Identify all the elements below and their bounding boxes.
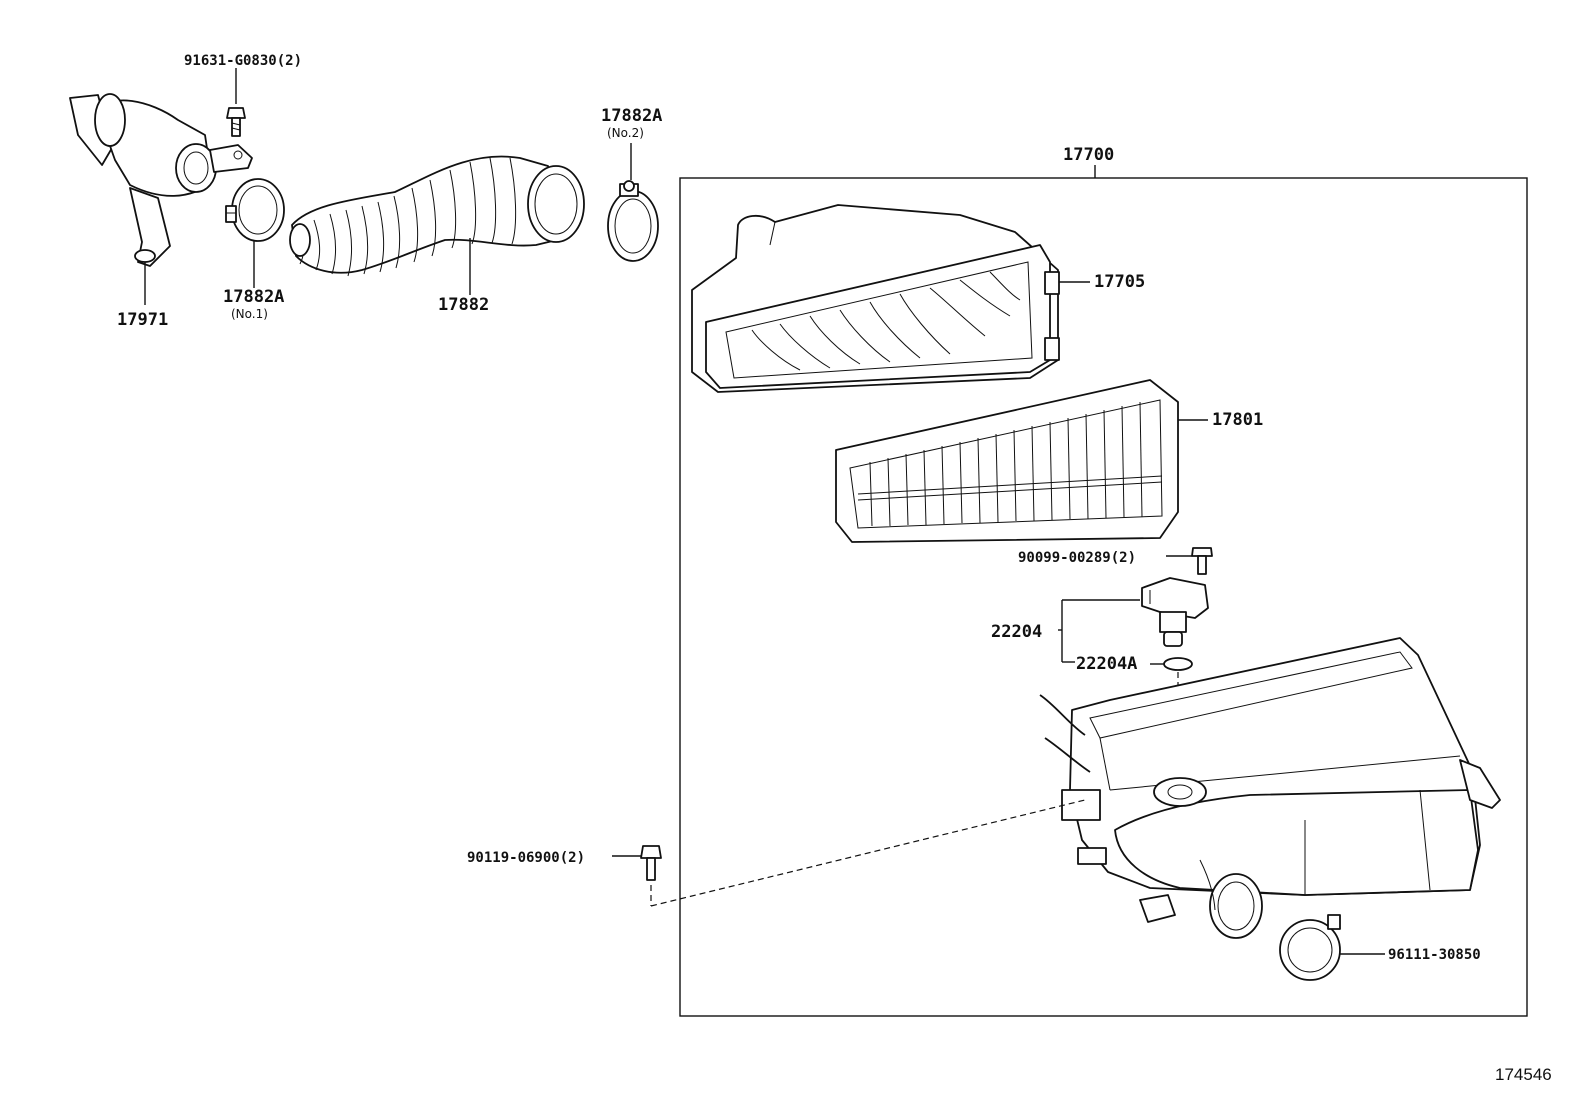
bolt-91631-drawing	[226, 107, 246, 137]
label-17971: 17971	[117, 310, 168, 330]
bolt-90119-drawing	[640, 845, 662, 881]
clamp-no1-drawing	[225, 178, 285, 242]
clamp-96111-drawing	[1279, 914, 1341, 981]
label-17705: 17705	[1094, 272, 1145, 292]
label-17700: 17700	[1063, 145, 1114, 165]
assembly-frame	[679, 177, 1528, 1017]
label-17882: 17882	[438, 295, 489, 315]
oring-22204a-drawing	[1163, 657, 1193, 671]
bracket-17971-drawing	[69, 93, 253, 267]
label-90099-00289: 90099-00289(2)	[1018, 550, 1136, 566]
label-17882a-no2-sub: (No.2)	[607, 126, 644, 140]
label-17882a-no2: 17882A	[601, 106, 662, 126]
label-17882a-no1: 17882A	[223, 287, 284, 307]
filter-17801-drawing	[835, 379, 1179, 543]
label-17882a-no1-sub: (No.1)	[231, 307, 268, 321]
hose-17882-drawing	[289, 155, 585, 277]
label-22204: 22204	[991, 622, 1042, 642]
sensor-22204-drawing	[1141, 577, 1209, 647]
case-17700-drawing	[1039, 637, 1501, 939]
label-91631-g0830: 91631-G0830(2)	[184, 53, 302, 69]
drawing-number: 174546	[1495, 1065, 1552, 1084]
screw-90099-drawing	[1191, 547, 1213, 575]
cap-17705-drawing	[691, 204, 1060, 393]
label-22204a: 22204A	[1076, 654, 1137, 674]
clamp-no2-drawing	[607, 180, 659, 262]
label-17801: 17801	[1212, 410, 1263, 430]
label-90119-06900: 90119-06900(2)	[467, 850, 585, 866]
label-96111-30850: 96111-30850	[1388, 947, 1481, 963]
